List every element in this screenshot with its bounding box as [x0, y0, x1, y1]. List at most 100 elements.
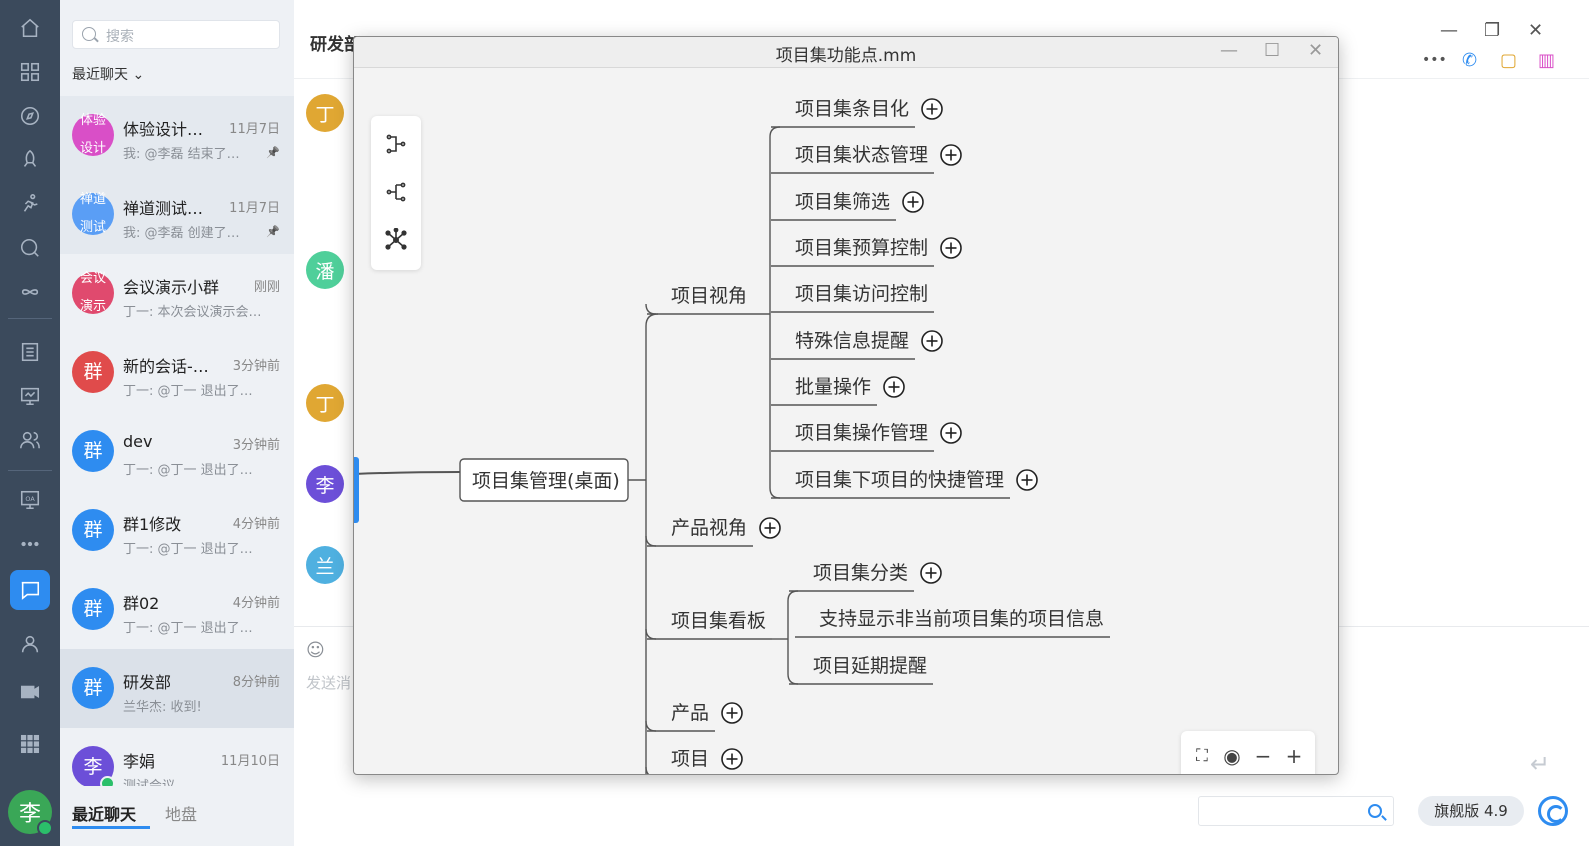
rocket-icon[interactable]	[14, 144, 46, 176]
leaf-node[interactable]: 项目集分类	[813, 562, 908, 584]
expand-node-icon[interactable]	[721, 702, 743, 724]
expand-node-icon[interactable]	[921, 98, 943, 120]
grid-icon[interactable]	[14, 728, 46, 760]
children-spine	[769, 126, 781, 499]
phone-icon[interactable]: ✆	[1462, 50, 1478, 71]
panel-icon[interactable]: ▥	[1538, 50, 1556, 71]
search-icon	[82, 27, 96, 41]
apps-icon[interactable]	[14, 56, 46, 88]
layout-tree-icon[interactable]	[384, 180, 408, 204]
expand-node-icon[interactable]	[902, 191, 924, 213]
chat-list-item[interactable]: 会议演示会议演示小群刚刚丁一: 本次会议演示会…	[60, 254, 294, 333]
fullscreen-icon[interactable]: ⛶	[1196, 746, 1208, 766]
leaf-node[interactable]: 支持显示非当前项目集的项目信息	[819, 608, 1104, 630]
chat-list-item[interactable]: 李李娟11月10日测试会议	[60, 728, 294, 807]
chat-list-item[interactable]: 体验设计体验设计…11月7日我: @李磊 结束了…📌	[60, 96, 294, 175]
infinity-icon[interactable]	[14, 276, 46, 308]
bottom-search-input[interactable]	[1198, 796, 1394, 826]
expand-node-icon[interactable]	[940, 144, 962, 166]
leaf-node[interactable]: 项目集下项目的快捷管理	[795, 469, 1004, 491]
mindmap-close-button[interactable]: ✕	[1308, 40, 1324, 61]
search-chat-icon[interactable]	[14, 232, 46, 264]
message-avatar[interactable]: 李	[306, 465, 344, 503]
mindmap-canvas[interactable]: 项目集管理(桌面)项目视角项目集条目化项目集状态管理项目集筛选项目集预算控制项目…	[354, 68, 1338, 774]
home-icon[interactable]	[14, 12, 46, 44]
more-icon[interactable]	[14, 528, 46, 560]
leaf-node[interactable]: 项目延期提醒	[813, 655, 927, 677]
contacts-icon[interactable]	[14, 628, 46, 660]
minimize-button[interactable]: —	[1440, 20, 1458, 41]
tab-workspace[interactable]: 地盘	[165, 805, 198, 824]
expand-node-icon[interactable]	[921, 330, 943, 352]
compass-icon[interactable]	[14, 100, 46, 132]
root-node-label: 项目集管理(桌面)	[472, 470, 620, 492]
chat-avatar: 群	[72, 667, 114, 709]
brand-logo-icon[interactable]	[1538, 796, 1568, 826]
more-icon[interactable]: •••	[1422, 52, 1447, 68]
locate-icon[interactable]: ◉	[1223, 744, 1241, 768]
chat-time: 3分钟前	[232, 438, 280, 453]
branch-node[interactable]: 项目集看板	[671, 610, 766, 632]
team-icon[interactable]	[14, 424, 46, 456]
list-icon[interactable]	[14, 336, 46, 368]
version-badge[interactable]: 旗舰版 4.9	[1418, 796, 1524, 826]
leaf-node[interactable]: 项目集筛选	[795, 191, 890, 213]
mindmap-minimize-button[interactable]: —	[1220, 40, 1238, 61]
left-resize-handle[interactable]	[354, 457, 359, 523]
branch-node[interactable]: 项目	[671, 748, 709, 770]
expand-node-icon[interactable]	[940, 237, 962, 259]
search-input[interactable]: 搜索	[72, 20, 280, 49]
message-avatar[interactable]: 兰	[306, 546, 344, 584]
leaf-node[interactable]: 批量操作	[795, 376, 871, 398]
message-avatar[interactable]: 丁	[306, 94, 344, 132]
expand-node-icon[interactable]	[940, 422, 962, 444]
alert-icon[interactable]: ▢	[1500, 50, 1518, 71]
expand-node-icon[interactable]	[721, 748, 743, 770]
layout-right-icon[interactable]	[384, 132, 408, 156]
zoom-out-icon[interactable]: −	[1254, 744, 1272, 768]
leaf-node[interactable]: 项目集预算控制	[795, 237, 928, 259]
leaf-node[interactable]: 特殊信息提醒	[795, 330, 909, 352]
close-button[interactable]: ✕	[1528, 20, 1544, 41]
tab-recent-chats[interactable]: 最近聊天	[72, 805, 137, 824]
chat-icon[interactable]	[10, 570, 50, 610]
mindmap-maximize-button[interactable]: ☐	[1264, 40, 1281, 61]
expand-node-icon[interactable]	[1016, 469, 1038, 491]
expand-node-icon[interactable]	[759, 517, 781, 539]
expand-node-icon[interactable]	[883, 376, 905, 398]
emoji-icon[interactable]: ☺	[306, 640, 325, 661]
mindmap-titlebar[interactable]: 项目集功能点.mm — ☐ ✕	[354, 37, 1338, 68]
monitor-icon[interactable]	[14, 380, 46, 412]
layout-radial-icon[interactable]	[384, 227, 408, 252]
chat-list-item[interactable]: 禅道测试禅道测试…11月7日我: @李磊 创建了…📌	[60, 175, 294, 254]
oa-icon[interactable]: OA	[14, 484, 46, 516]
chat-list-item[interactable]: 群新的会话-…3分钟前丁一: @丁一 退出了…	[60, 333, 294, 412]
branch-node[interactable]: 产品视角	[671, 517, 747, 539]
message-avatar[interactable]: 丁	[306, 384, 344, 422]
user-avatar[interactable]: 李	[8, 790, 52, 834]
message-avatar[interactable]: 潘	[306, 251, 344, 289]
branch-node[interactable]: 产品	[671, 702, 709, 724]
restore-button[interactable]: ❐	[1484, 20, 1501, 41]
send-icon[interactable]: ↵	[1530, 750, 1551, 778]
chat-time: 刚刚	[253, 280, 280, 295]
expand-node-icon[interactable]	[920, 562, 942, 584]
video-icon[interactable]	[14, 676, 46, 708]
composer-input[interactable]: 发送消	[306, 674, 352, 692]
branch-node[interactable]: 项目视角	[671, 285, 747, 307]
leaf-node[interactable]: 项目集状态管理	[795, 144, 928, 166]
chat-name: 禅道测试…	[123, 199, 204, 218]
recent-chats-dropdown[interactable]: 最近聊天 ⌄	[72, 64, 144, 84]
run-icon[interactable]	[14, 188, 46, 220]
chat-time: 8分钟前	[232, 675, 280, 690]
leaf-node[interactable]: 项目集访问控制	[795, 283, 928, 305]
mindmap-graph: 项目集管理(桌面)项目视角项目集条目化项目集状态管理项目集筛选项目集预算控制项目…	[354, 98, 1110, 774]
leaf-node[interactable]: 项目集条目化	[795, 98, 909, 120]
leaf-node[interactable]: 项目集操作管理	[795, 422, 928, 444]
zoom-in-icon[interactable]: +	[1285, 744, 1303, 768]
online-status-icon	[37, 820, 53, 836]
